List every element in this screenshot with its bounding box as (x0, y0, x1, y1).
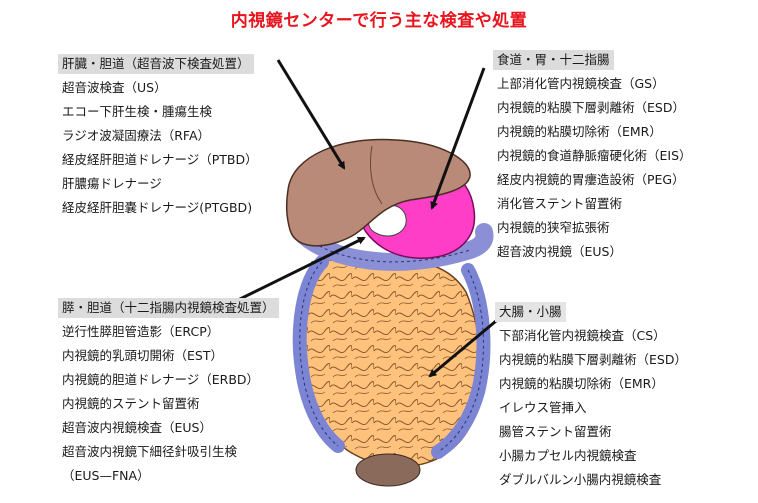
section-pancreas-item: 超音波内視鏡下細径針吸引生検 (62, 444, 238, 459)
liver (285, 138, 471, 247)
section-colon-item: 内視鏡的粘膜切除術（EMR） (499, 376, 664, 391)
section-pancreas-item: 逆行性膵胆管造影（ERCP） (62, 324, 220, 339)
page-title: 内視鏡センターで行う主な検査や処置 (230, 11, 528, 31)
section-pancreas-item: 内視鏡的ステント留置術 (62, 396, 200, 411)
section-liver-item: 経皮経肝胆嚢ドレナージ(PTGBD) (62, 200, 253, 215)
section-upper-gi-item: 内視鏡的狭窄拡張術 (497, 220, 610, 235)
section-upper-gi-item: 経皮内視鏡的胃瘻造設術（PEG） (497, 172, 685, 187)
section-upper-gi-item: 消化管ステント留置術 (497, 196, 623, 211)
section-colon-small-intestine: 大腸・小腸 下部消化管内視鏡検査（CS） 内視鏡的粘膜下層剥離術（ESD） 内視… (495, 300, 687, 492)
section-upper-gi: 食道・胃・十二指腸 上部消化管内視鏡検査（GS） 内視鏡的粘膜下層剥離術（ESD… (493, 48, 692, 264)
section-upper-gi-item: 内視鏡的粘膜下層剥離術（ESD） (497, 100, 685, 115)
section-pancreas-item: （EUS—FNA） (62, 468, 150, 483)
section-pancreas-item: 内視鏡的乳頭切開術（EST） (62, 348, 223, 363)
section-upper-gi-item: 超音波内視鏡（EUS） (497, 244, 622, 259)
arrow-colon (428, 314, 503, 378)
section-liver-item: エコー下肝生検・腫瘍生検 (62, 104, 213, 119)
section-liver-item: 超音波検査（US） (62, 80, 167, 95)
arrow-upper-gi (430, 67, 486, 210)
rectum (355, 453, 421, 487)
section-colon-item: 腸管ステント留置術 (499, 424, 612, 439)
section-liver-item: 肝膿瘍ドレナージ (62, 176, 162, 191)
section-pancreas-item: 内視鏡的胆道ドレナージ（ERBD） (62, 372, 260, 387)
arrow-liver (276, 59, 346, 170)
section-colon-item: 下部消化管内視鏡検査（CS） (499, 328, 666, 343)
section-colon-item: イレウス管挿入 (499, 400, 587, 415)
section-colon-item: 内視鏡的粘膜下層剥離術（ESD） (499, 352, 687, 367)
section-upper-gi-item: 内視鏡的食道静脈瘤硬化術（EIS） (497, 148, 692, 163)
section-pancreas-biliary: 膵・胆道（十二指腸内視鏡検査処置） 逆行性膵胆管造影（ERCP） 内視鏡的乳頭切… (58, 296, 279, 488)
section-upper-gi-header: 食道・胃・十二指腸 (493, 50, 614, 70)
arrow-pancreas (237, 236, 366, 302)
section-colon-item: ダブルバルン小腸内視鏡検査 (499, 472, 662, 487)
section-pancreas-item: 超音波内視鏡検査（EUS） (62, 420, 212, 435)
section-pancreas-header: 膵・胆道（十二指腸内視鏡検査処置） (58, 298, 279, 318)
section-upper-gi-item: 上部消化管内視鏡検査（GS） (497, 76, 665, 91)
section-liver-item: ラジオ波凝固療法（RFA） (62, 128, 211, 143)
section-liver: 肝臓・胆道（超音波下検査処置） 超音波検査（US） エコー下肝生検・腫瘍生検 ラ… (58, 52, 258, 220)
section-upper-gi-item: 内視鏡的粘膜切除術（EMR） (497, 124, 662, 139)
section-liver-item: 経皮経肝胆道ドレナージ（PTBD） (62, 152, 258, 167)
section-colon-item: 小腸カプセル内視鏡検査 (499, 448, 637, 463)
section-colon-header: 大腸・小腸 (495, 302, 566, 322)
section-liver-header: 肝臓・胆道（超音波下検査処置） (58, 54, 254, 74)
duodenum (291, 223, 494, 271)
